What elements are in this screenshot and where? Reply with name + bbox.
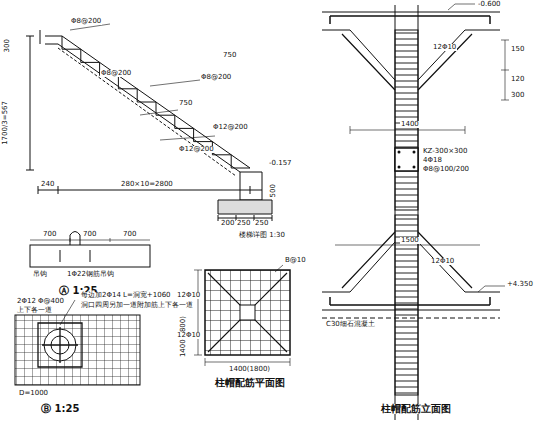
dimension-label: 750	[222, 52, 237, 59]
dimension-label: 12Φ10	[176, 332, 201, 339]
dimension-label: Φ8@200	[70, 18, 102, 25]
dimension-label: B@10	[284, 257, 307, 264]
dimension-label: 4Φ18	[422, 157, 443, 164]
dimension-label: Φ12@200	[178, 146, 215, 153]
dimension-label: -0.157	[268, 160, 293, 167]
dimension-label: 12Φ10	[430, 258, 455, 265]
view-title: 柱帽配筋平面图	[214, 378, 286, 388]
dimension-label: 240	[40, 181, 55, 188]
dimension-label: 700	[42, 231, 57, 238]
dimension-label: 300	[510, 92, 525, 99]
dimension-label: 150	[510, 46, 525, 53]
dimension-label: 上下各一道	[16, 307, 53, 314]
dimension-label: 2Φ12 Φ@400	[16, 298, 65, 305]
dimension-label: 楼梯详图 1:30	[238, 232, 286, 239]
dimension-label: 250	[236, 220, 251, 227]
dimension-label: Φ8@100/200	[422, 166, 470, 173]
dimension-label: 700	[122, 231, 137, 238]
dimension-label: 300	[4, 38, 11, 53]
dimension-label: Φ8@200	[200, 74, 232, 81]
dimension-label: 500	[270, 183, 277, 198]
dimension-label: 12Φ10	[176, 292, 201, 299]
dimension-label: Φ12@200	[212, 124, 249, 131]
dimension-label: Φ8@200	[100, 70, 132, 77]
dimension-label: 250	[254, 220, 269, 227]
dimension-label: 280×10=2800	[120, 181, 174, 188]
dimension-label: 1500	[400, 237, 420, 244]
dimension-label: 1Φ22钢筋吊钩	[66, 271, 115, 278]
view-title: Ⓑ 1:25	[40, 404, 80, 414]
dimension-label: 1400	[400, 121, 420, 128]
dimension-label: 1700/3=567	[2, 100, 9, 146]
dimension-label: 吊钩	[32, 271, 48, 278]
dimension-label: +4.350	[506, 281, 534, 288]
dimension-label: KZ-300×300	[422, 148, 468, 155]
dimension-label: 1400(1800)	[228, 366, 271, 373]
dimension-label: 12Φ10	[432, 44, 457, 51]
dimension-label: -0.600	[477, 1, 502, 8]
dimension-label: 洞口四周另加一道附加筋上下各一道	[80, 302, 194, 309]
dimension-label: 750	[178, 100, 193, 107]
dimension-label: 200	[220, 220, 235, 227]
dimension-label: 700	[82, 231, 97, 238]
dimension-label: 120	[510, 76, 525, 83]
dimension-label: C30细石混凝土	[325, 321, 376, 328]
view-title: 柱帽配筋立面图	[380, 404, 452, 414]
dimension-label: 每边加2Φ14 L=洞宽+1060	[80, 292, 172, 299]
dimension-label: D=1000	[18, 390, 49, 397]
